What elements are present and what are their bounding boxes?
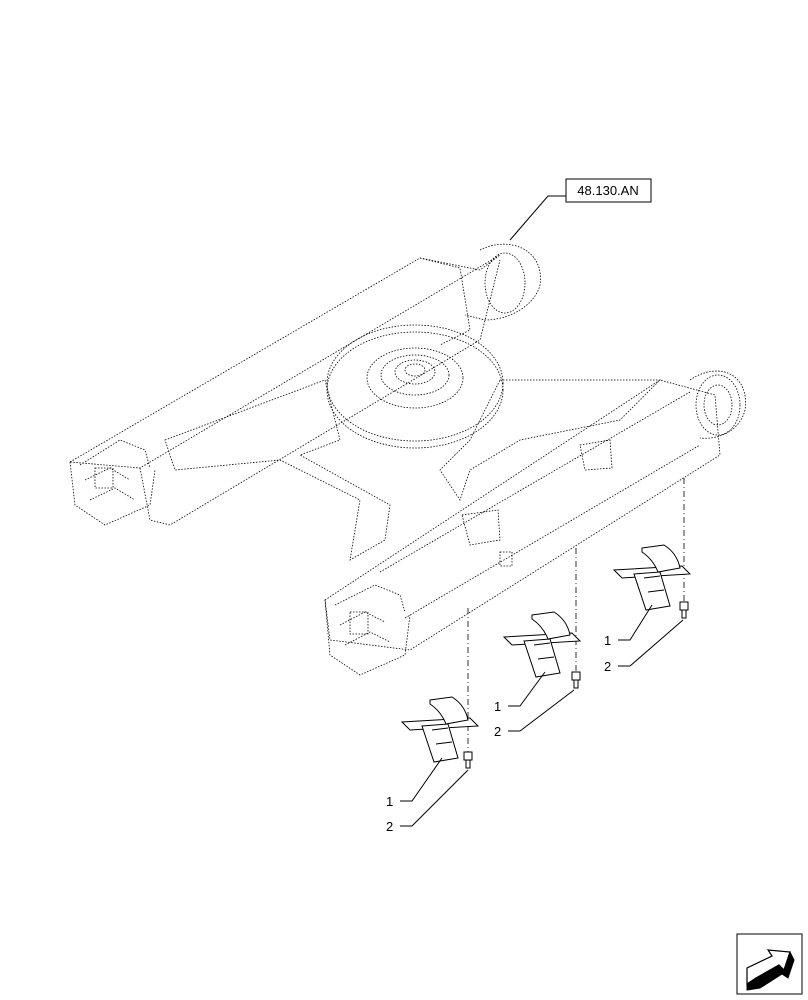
- guard-bracket-middle: [502, 611, 582, 678]
- callout-item-1: 1: [494, 699, 501, 714]
- bolt-right: [679, 601, 689, 619]
- callout-item-1: 1: [604, 633, 611, 648]
- bolt-middle: [571, 671, 581, 689]
- callout-item-1: 1: [386, 794, 393, 809]
- next-page-arrow-icon[interactable]: [736, 933, 803, 995]
- guard-bracket-left: [400, 696, 480, 763]
- callout-item-2: 2: [494, 724, 501, 739]
- undercarriage-frame: [68, 243, 746, 676]
- center-lines: [467, 478, 685, 758]
- reference-callout[interactable]: 48.130.AN: [509, 178, 652, 241]
- slewing-ring: [326, 324, 504, 449]
- reference-label: 48.130.AN: [577, 183, 638, 198]
- bolt-left: [463, 751, 473, 769]
- guard-bracket-right: [612, 544, 692, 611]
- callout-item-2: 2: [386, 819, 393, 834]
- callout-group-middle: 1 2: [494, 671, 575, 739]
- callout-group-right: 1 2: [604, 604, 684, 674]
- callout-item-2: 2: [604, 659, 611, 674]
- callout-group-left: 1 2: [386, 757, 469, 834]
